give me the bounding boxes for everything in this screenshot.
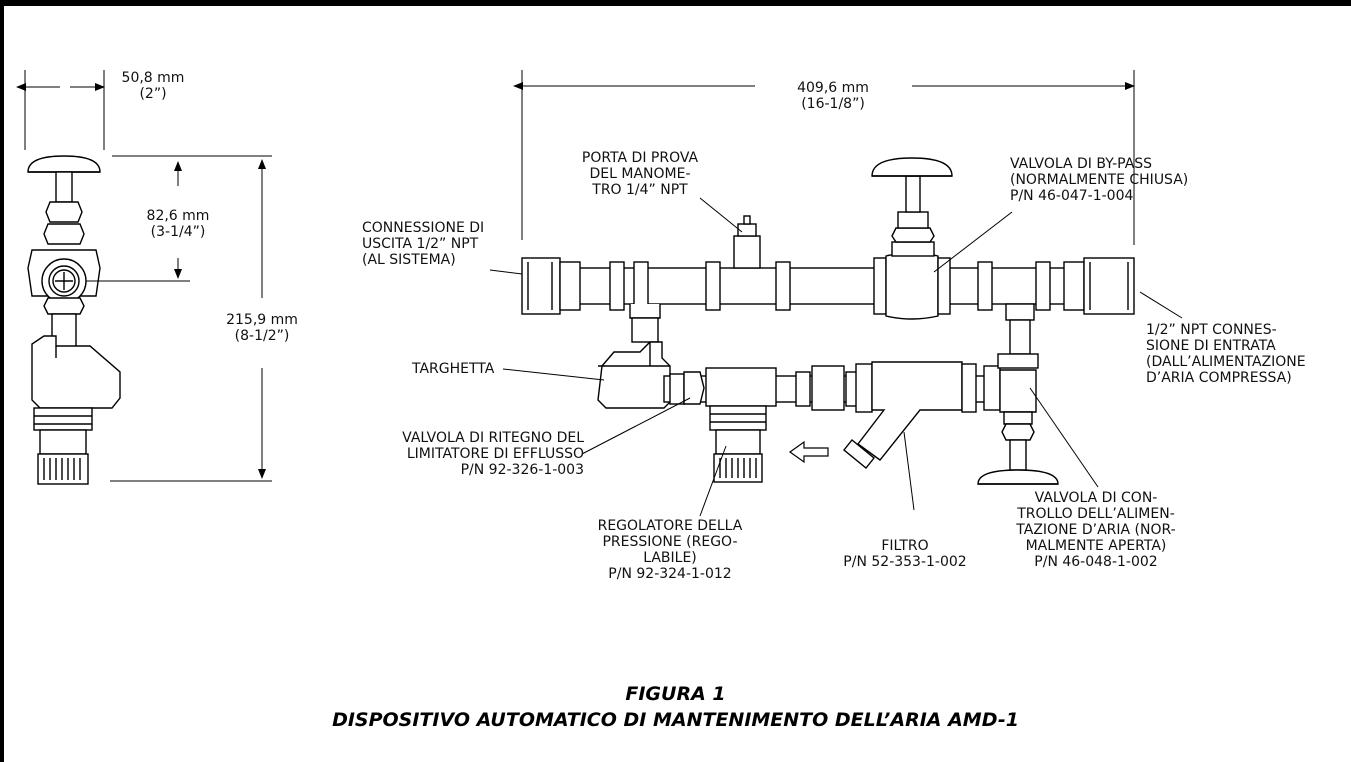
bypass-valve-label: VALVOLA DI BY-PASS (NORMALMENTE CHIUSA) … [1010,156,1189,204]
dimension-length-label: 409,6 mm (16-1/8”) [797,80,869,112]
main-assembly [489,70,1183,517]
dimension-height-label: 215,9 mm (8-1/2”) [226,312,298,344]
figure-number: FIGURA 1 [625,683,726,705]
gauge-port-label: PORTA DI PROVA DEL MANOME- TRO 1/4” NPT [581,150,699,198]
side-view [16,70,272,485]
dimension-stem-label: 82,6 mm (3-1/4”) [146,208,210,240]
dimension-width-label: 50,8 mm (2”) [121,70,185,102]
page-border-top [0,0,1351,6]
filter-label: FILTRO P/N 52-353-1-002 [843,538,967,570]
page-border-left [0,0,4,762]
nameplate-label: TARGHETTA [412,361,495,377]
supply-valve-label: VALVOLA DI CON- TROLLO DELL’ALIMEN- TAZI… [1016,490,1176,570]
check-valve-label: VALVOLA DI RITEGNO DEL LIMITATORE DI EFF… [402,430,584,478]
inlet-connection-label: 1/2” NPT CONNES- SIONE DI ENTRATA (DALL’… [1146,322,1306,386]
figure-title: DISPOSITIVO AUTOMATICO DI MANTENIMENTO D… [332,709,1019,731]
outlet-connection-label: CONNESSIONE DI USCITA 1/2” NPT (AL SISTE… [362,220,485,268]
pressure-regulator-label: REGOLATORE DELLA PRESSIONE (REGO- LABILE… [597,518,743,582]
